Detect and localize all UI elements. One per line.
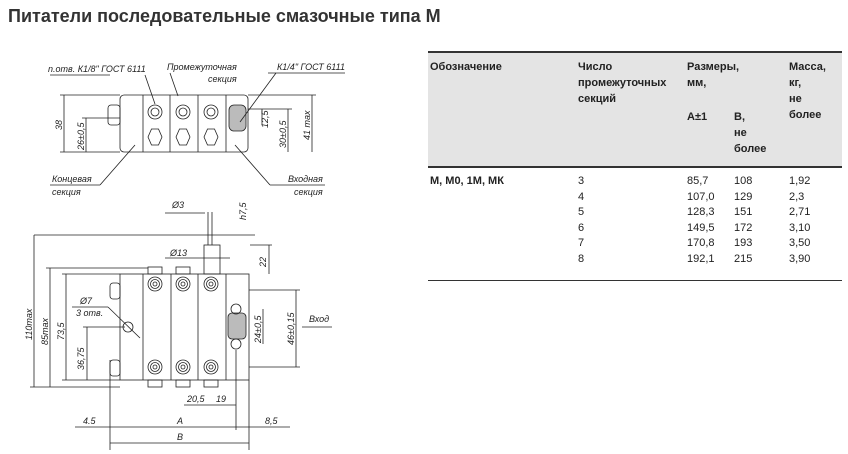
port-circle: [178, 362, 188, 372]
port-circle: [208, 364, 214, 370]
a-cell: 170,8: [687, 237, 715, 249]
mass-cell: 2,3: [789, 190, 805, 203]
port-circle: [175, 276, 191, 292]
b-cell: 215: [734, 252, 753, 265]
a-cell: 85,7: [687, 175, 709, 187]
dim-41: 41 max: [302, 110, 312, 140]
dim-d13: Ø13: [169, 248, 187, 258]
mass-cell: 3,90: [789, 252, 811, 265]
mass-cell: 2,71: [789, 206, 811, 218]
dim-26: 26±0,5: [76, 122, 86, 151]
input-section-label-2: секция: [294, 187, 323, 197]
dim-b: B: [177, 432, 183, 442]
dim-46: 46±0,15: [286, 312, 296, 345]
col-sizes: Размеры,мм,: [687, 61, 740, 89]
sections-cell: 6: [578, 221, 585, 234]
port-circle: [147, 359, 163, 375]
b-cell: 193: [734, 237, 753, 249]
intermediate-label: Промежуточная: [167, 62, 237, 72]
dim-8-5: 8,5: [265, 416, 279, 426]
port-circle: [180, 364, 186, 370]
a-cell: 192,1: [687, 252, 715, 265]
dim-a: A: [176, 416, 183, 426]
top-view: n.отв. К1/8" ГОСТ 6111 Промежуточная сек…: [48, 62, 345, 197]
technical-drawing: n.отв. К1/8" ГОСТ 6111 Промежуточная сек…: [24, 62, 345, 450]
a-cell: 128,3: [687, 206, 715, 218]
dim-73-5: 73,5: [56, 321, 66, 340]
end-section-label: Концевая: [52, 174, 92, 184]
table-row: 7 170,8 193 3,50: [428, 235, 842, 251]
table-body: М, М0, 1М, МК 3 85,7 108 1,92 4 107,0 129 2,3 5 1…: [428, 168, 842, 281]
front-view: Ø3 h7,5 Ø13 22 Ø7 3 отв. 110max 85max 73…: [24, 200, 332, 450]
inlet-label: Вход: [309, 314, 329, 324]
dim-22: 22: [258, 257, 268, 268]
port-circle: [152, 364, 158, 370]
b-cell: 172: [734, 221, 753, 234]
dim-20-5: 20,5: [186, 394, 206, 404]
port-circle: [203, 276, 219, 292]
col-a: А±1: [687, 111, 708, 123]
port-circle: [150, 279, 160, 289]
mass-cell: 3,50: [789, 237, 811, 249]
sections-cell: 7: [578, 237, 585, 249]
designation-cell: М, М0, 1М, МК: [430, 175, 504, 187]
dim-d3: Ø3: [171, 200, 184, 210]
port-circle: [152, 281, 158, 287]
table-row: 8 192,1 215 3,90: [428, 251, 842, 267]
dim-d7: Ø7: [79, 296, 93, 306]
port-circle: [147, 276, 163, 292]
dim-h7-5: h7,5: [238, 201, 248, 220]
table-row: 6 149,5 172 3,10: [428, 220, 842, 236]
sections-cell: 3: [578, 175, 585, 187]
port-circle: [150, 362, 160, 372]
inlet-thread-label: К1/4" ГОСТ 6111: [277, 62, 345, 72]
a-cell: 107,0: [687, 190, 715, 203]
port-circle: [206, 279, 216, 289]
sections-cell: 4: [578, 190, 585, 203]
dim-4-5: 4.5: [83, 416, 97, 426]
mass-cell: 1,92: [789, 175, 811, 187]
port-circle: [206, 362, 216, 372]
port-circle: [175, 359, 191, 375]
dim-19: 19: [216, 394, 226, 404]
mass-cell: 3,10: [789, 221, 811, 234]
dim-38: 38: [54, 120, 64, 130]
a-cell: 149,5: [687, 221, 715, 234]
col-designation: Обозначение: [430, 61, 502, 73]
table-row: 5 128,3 151 2,71: [428, 204, 842, 220]
dim-110: 110max: [24, 308, 34, 340]
page-title: Питатели последовательные смазочные типа…: [8, 6, 441, 26]
sections-cell: 8: [578, 252, 585, 265]
b-cell: 129: [734, 190, 753, 203]
b-cell: 108: [734, 175, 753, 187]
port-circle: [180, 281, 186, 287]
holes-count: 3 отв.: [76, 308, 103, 318]
dim-30: 30±0,5: [278, 120, 288, 148]
b-cell: 151: [734, 206, 753, 218]
table-row: 4 107,0 129 2,3: [428, 189, 842, 205]
port-thread-label: n.отв. К1/8" ГОСТ 6111: [48, 64, 146, 74]
input-section-label: Входная: [288, 174, 323, 184]
dim-12-5: 12,5: [260, 109, 270, 128]
table-row: 3 85,7 108 1,92: [428, 173, 842, 189]
sections-cell: 5: [578, 206, 585, 218]
dim-36-75: 36,75: [76, 346, 86, 370]
dim-24: 24±0,5: [253, 315, 263, 344]
port-circle: [178, 279, 188, 289]
port-circle: [203, 359, 219, 375]
end-section-label-2: секция: [52, 187, 81, 197]
intermediate-label-2: секция: [208, 74, 237, 84]
dim-85: 85max: [40, 317, 50, 345]
port-circle: [208, 281, 214, 287]
